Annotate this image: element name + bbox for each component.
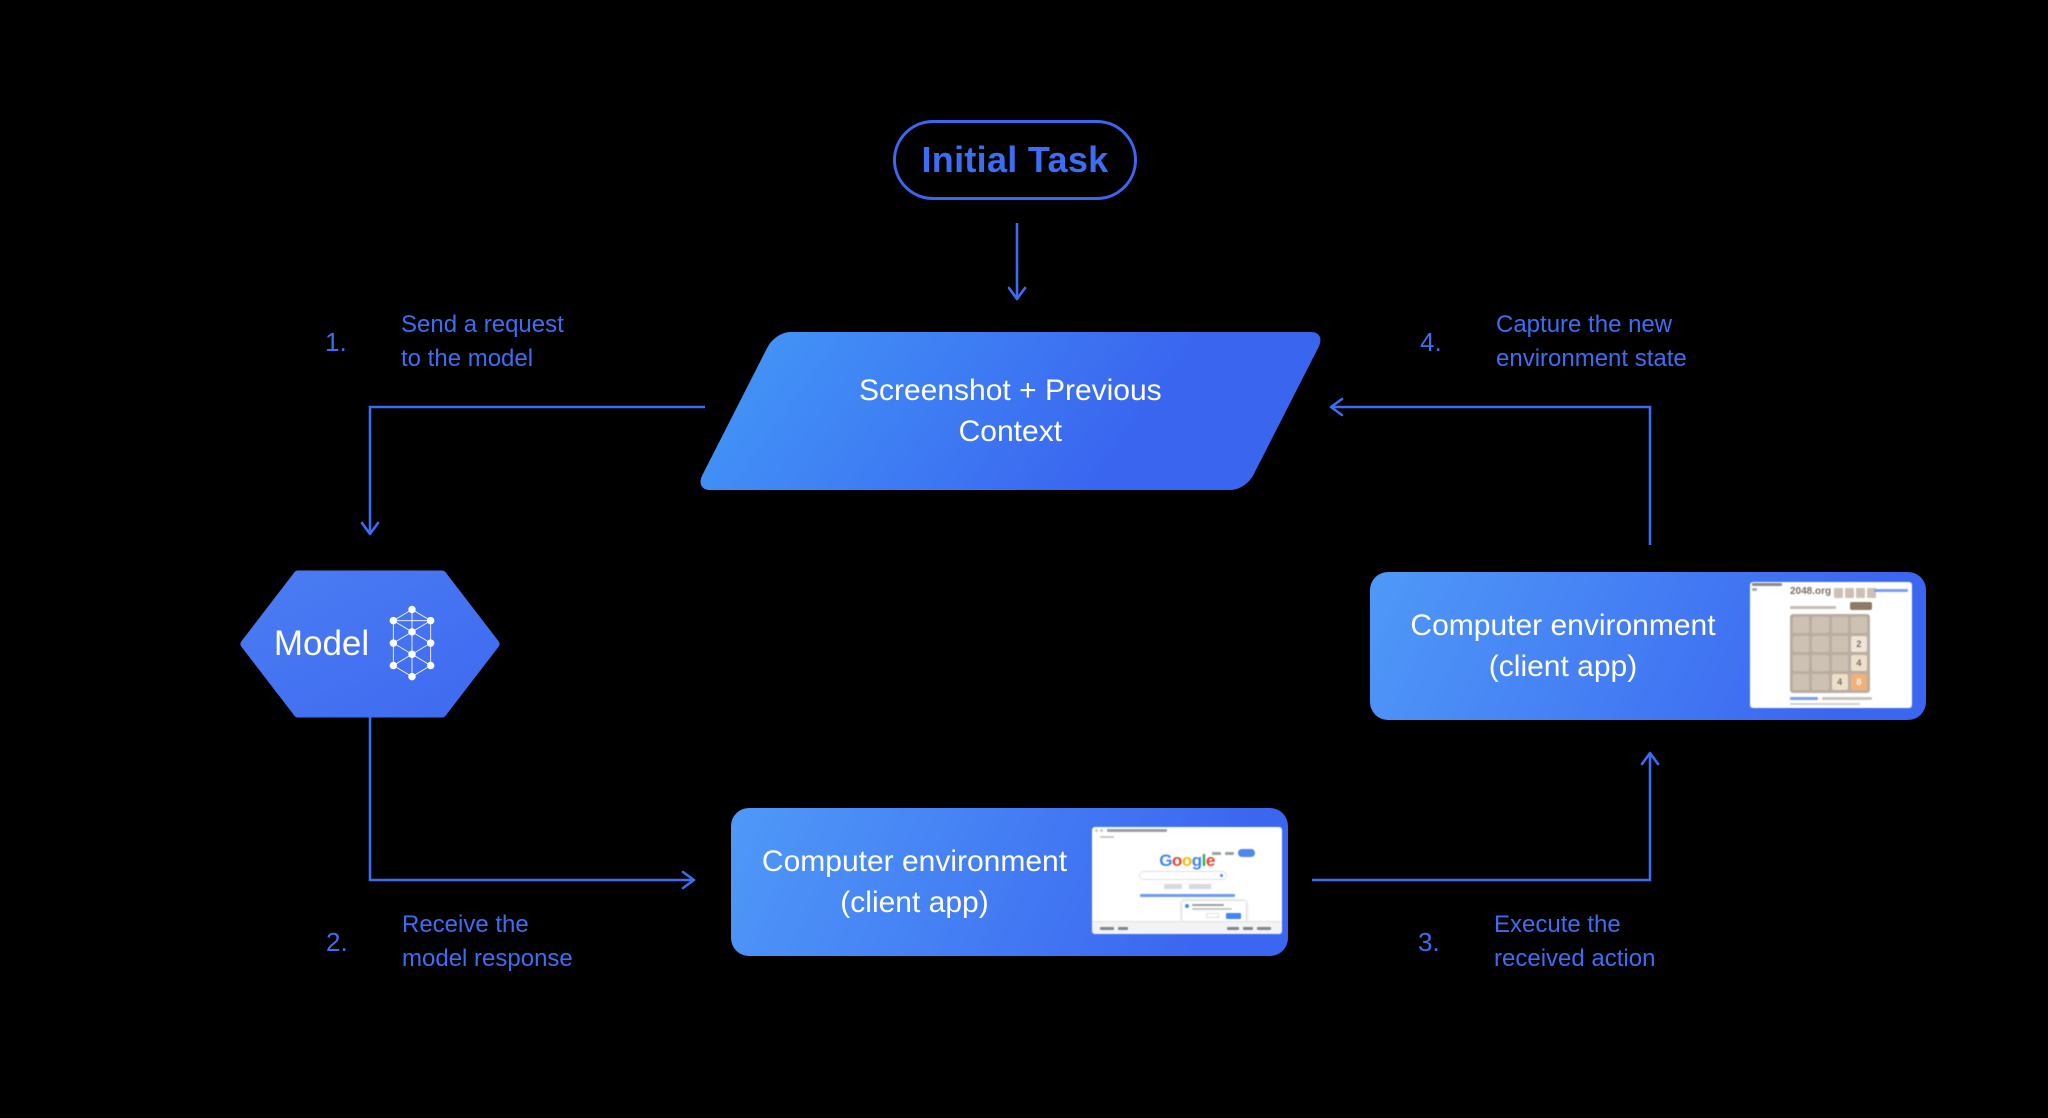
screenshot-context-label: Screenshot + Previous Context xyxy=(859,374,1162,448)
hexagon-shape xyxy=(240,570,500,718)
step-number: 2. xyxy=(326,926,348,957)
game-2048-screenshot: 2048.org 2 4 4 8 xyxy=(1750,582,1912,708)
browser-icon-bar xyxy=(1752,588,1757,591)
mic-icon xyxy=(1220,874,1223,877)
footer-link-bar xyxy=(1100,927,1114,930)
search-input xyxy=(1139,871,1227,880)
grid-cell xyxy=(1831,617,1848,633)
grid-cell xyxy=(1793,617,1810,633)
header-link-bar xyxy=(1874,589,1908,592)
arrow-env-bottom-to-env-right xyxy=(1312,751,1660,882)
arrow-model-to-env-bottom xyxy=(368,717,696,890)
grid-cell xyxy=(1831,636,1848,652)
grid-cell xyxy=(1812,655,1829,671)
grid-cell: 4 xyxy=(1850,655,1867,671)
google-homepage-screenshot: Google xyxy=(1092,827,1282,934)
search-buttons xyxy=(1092,884,1282,889)
images-link-bar xyxy=(1225,852,1234,855)
grid-cell xyxy=(1812,617,1829,633)
browser-tab-bar xyxy=(1752,583,1782,586)
grid-cell xyxy=(1812,636,1829,652)
screenshot-context-node: Screenshot + Previous Context xyxy=(694,332,1327,490)
footer-link-bar xyxy=(1243,927,1253,930)
address-bar xyxy=(1107,829,1167,832)
dialog-text-bar xyxy=(1192,908,1232,910)
gmail-link-bar xyxy=(1212,852,1221,855)
step-2-annotation: 2. Receive the model response xyxy=(326,908,573,976)
footer-link-bar xyxy=(1118,927,1128,930)
step-3-annotation: 3. Execute the received action xyxy=(1418,908,1655,976)
env-client-bottom-label: Computer environment (client app) xyxy=(761,845,1068,919)
step-4-annotation: 4. Capture the new environment state xyxy=(1420,308,1687,376)
step-text: Receive the model response xyxy=(402,911,573,972)
grid-cell: 8 xyxy=(1850,674,1867,690)
grid-cell xyxy=(1793,674,1810,690)
game-site-title: 2048.org xyxy=(1790,586,1832,597)
window-control-dot xyxy=(1100,829,1103,832)
sign-in-dialog xyxy=(1182,901,1246,921)
offered-in-link-bar xyxy=(1140,894,1235,897)
step-number: 3. xyxy=(1418,926,1440,957)
model-label: Model xyxy=(273,624,370,663)
google-g-icon xyxy=(1185,904,1189,908)
dialog-text-bar xyxy=(1192,904,1224,906)
feeling-lucky-button xyxy=(1188,884,1211,889)
arrow-context-to-model xyxy=(360,405,705,536)
model-node: Model xyxy=(240,570,500,718)
subtitle-bar xyxy=(1790,606,1836,609)
step-text: Send a request to the model xyxy=(401,311,564,372)
dialog-secondary-button xyxy=(1206,913,1219,918)
step-number: 4. xyxy=(1420,326,1442,357)
sign-in-button xyxy=(1238,849,1255,857)
grid-cell xyxy=(1831,655,1848,671)
window-control-dot xyxy=(1095,829,1098,832)
step-text: Execute the received action xyxy=(1494,911,1656,972)
page-footer xyxy=(1092,921,1282,934)
neural-network-icon xyxy=(389,605,435,681)
footer-text-bar xyxy=(1790,703,1860,705)
grid-cell: 2 xyxy=(1850,636,1867,652)
footer-link-bar xyxy=(1227,927,1239,930)
new-game-button xyxy=(1850,602,1872,610)
grid-cell xyxy=(1793,636,1810,652)
arrow-env-right-to-context xyxy=(1329,397,1652,545)
initial-task-label: Initial Task xyxy=(921,139,1109,180)
footer-text-bar xyxy=(1822,697,1872,700)
footer-link-bar xyxy=(1257,927,1271,930)
grid-cell xyxy=(1850,617,1867,633)
step-1-annotation: 1. Send a request to the model xyxy=(325,308,564,376)
env-client-right-label: Computer environment (client app) xyxy=(1410,609,1716,683)
grid-cell: 4 xyxy=(1831,674,1848,690)
step-number: 1. xyxy=(325,326,347,357)
grid-cell xyxy=(1812,674,1829,690)
step-text: Capture the new environment state xyxy=(1496,311,1687,372)
google-search-button xyxy=(1163,884,1182,889)
initial-task-node: Initial Task xyxy=(893,120,1137,200)
bookmark-bar xyxy=(1100,836,1114,838)
google-logo: Google xyxy=(1159,851,1215,870)
footer-link-bar xyxy=(1790,697,1818,700)
grid-cell xyxy=(1793,655,1810,671)
game-board: 2 4 4 8 xyxy=(1790,614,1870,693)
dialog-primary-button xyxy=(1226,913,1241,919)
score-boxes xyxy=(1834,588,1876,598)
